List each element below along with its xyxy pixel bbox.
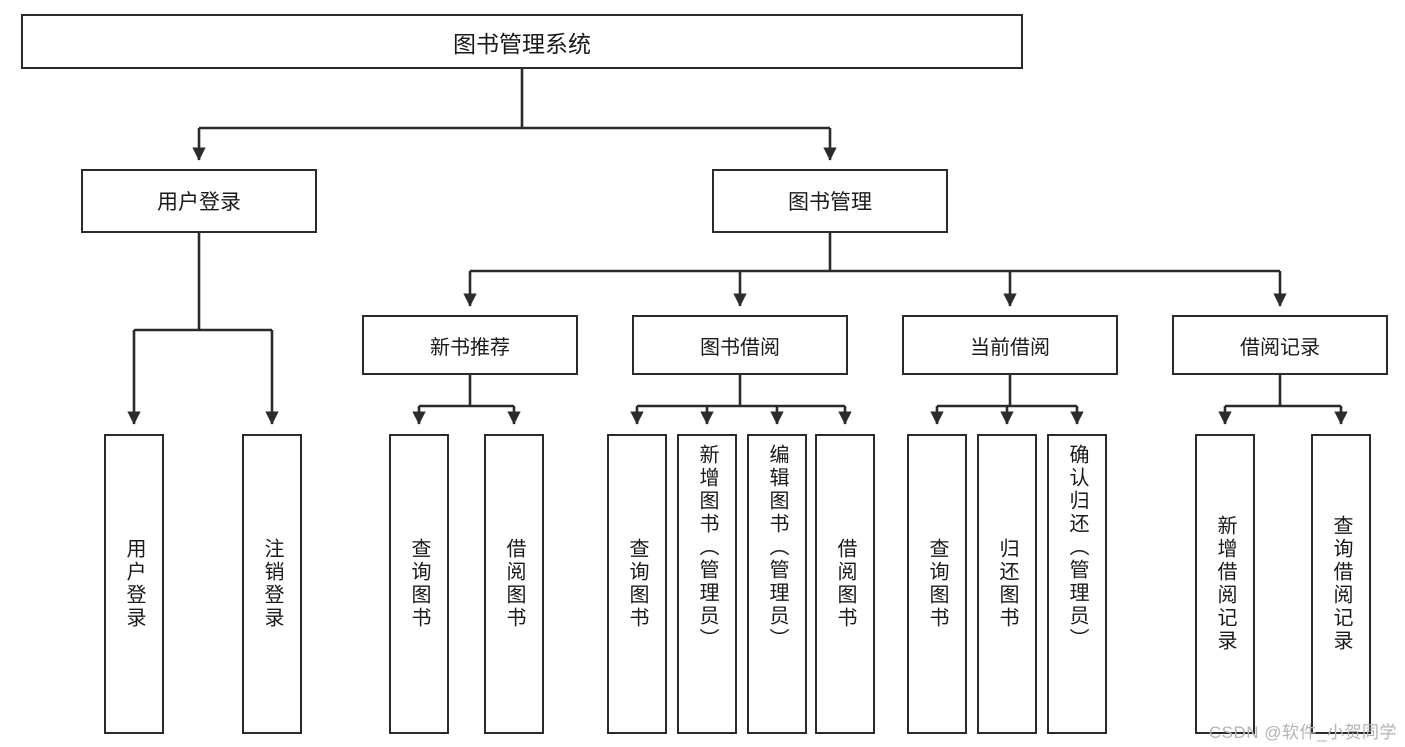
node-user-login[interactable]: 用户登录 (81, 169, 317, 233)
node-book-borrow[interactable]: 图书借阅 (632, 315, 848, 375)
node-leaf-query-book-recommend[interactable]: 查询图书 (389, 434, 449, 734)
node-label: 借阅图书 (834, 538, 856, 630)
node-label: 新增图书（管理员） (696, 444, 718, 651)
node-leaf-add-book[interactable]: 新增图书（管理员） (677, 434, 737, 734)
node-new-book-recommend[interactable]: 新书推荐 (362, 315, 578, 375)
node-label: 新书推荐 (430, 336, 510, 359)
node-leaf-add-record[interactable]: 新增借阅记录 (1195, 434, 1255, 734)
node-label: 用户登录 (157, 191, 241, 214)
node-leaf-query-book-borrow[interactable]: 查询图书 (607, 434, 667, 734)
watermark: CSDN @软件_小贺同学 (1208, 723, 1397, 742)
node-label: 归还图书 (996, 538, 1018, 630)
node-leaf-query-record[interactable]: 查询借阅记录 (1311, 434, 1371, 734)
node-label: 查询图书 (626, 538, 648, 630)
node-label: 借阅图书 (503, 538, 525, 630)
node-label: 当前借阅 (970, 336, 1050, 359)
node-label: 图书借阅 (700, 336, 780, 359)
node-leaf-borrow-book-recommend[interactable]: 借阅图书 (484, 434, 544, 734)
node-label: 图书管理 (788, 191, 872, 214)
node-label: 查询借阅记录 (1330, 515, 1352, 653)
node-leaf-confirm-return[interactable]: 确认归还（管理员） (1047, 434, 1107, 734)
node-label: 注销登录 (261, 538, 283, 630)
node-current-borrow[interactable]: 当前借阅 (902, 315, 1118, 375)
node-label: 确认归还（管理员） (1066, 444, 1088, 651)
node-book-manage[interactable]: 图书管理 (712, 169, 948, 233)
node-leaf-logout[interactable]: 注销登录 (242, 434, 302, 734)
node-borrow-record[interactable]: 借阅记录 (1172, 315, 1388, 375)
node-leaf-query-book-current[interactable]: 查询图书 (907, 434, 967, 734)
node-leaf-user-login[interactable]: 用户登录 (104, 434, 164, 734)
node-root-system[interactable]: 图书管理系统 (21, 14, 1023, 69)
node-label: 查询图书 (926, 538, 948, 630)
node-label: 图书管理系统 (453, 30, 591, 57)
node-label: 查询图书 (408, 538, 430, 630)
node-label: 新增借阅记录 (1214, 515, 1236, 653)
node-leaf-edit-book[interactable]: 编辑图书（管理员） (747, 434, 807, 734)
node-label: 用户登录 (123, 538, 145, 630)
node-leaf-return-book[interactable]: 归还图书 (977, 434, 1037, 734)
node-leaf-borrow-book[interactable]: 借阅图书 (815, 434, 875, 734)
node-label: 编辑图书（管理员） (766, 444, 788, 651)
node-label: 借阅记录 (1240, 336, 1320, 359)
